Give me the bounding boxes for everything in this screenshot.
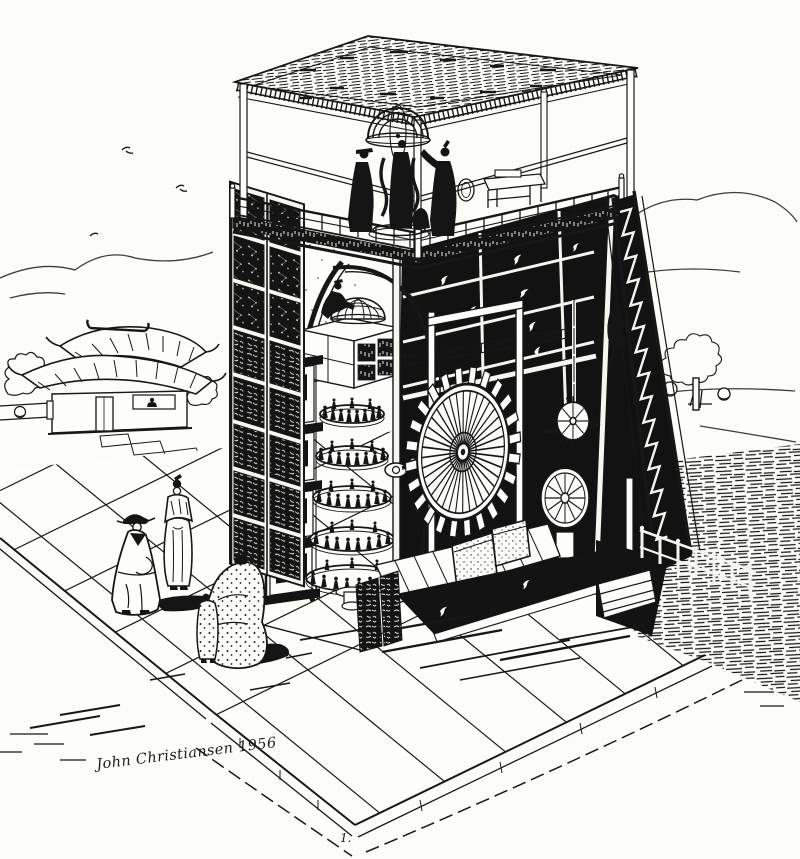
landing-steps: [597, 569, 657, 619]
official-figure-kneeling: [202, 554, 268, 670]
access-staircase: [596, 190, 757, 636]
globe-attendant-figure: [321, 279, 355, 319]
shadow-streaks: [29, 614, 651, 736]
pavilion-window-figure: [147, 397, 157, 407]
observer-table: [483, 169, 547, 208]
observation-platform: [229, 104, 625, 270]
gate-post: [692, 377, 700, 411]
stair-climbing-figure: [607, 302, 625, 366]
platform-jar: [457, 178, 475, 202]
ground-contour: [195, 679, 743, 857]
grass-tufts: [0, 691, 784, 761]
canopy-post-right: [626, 69, 635, 211]
pavilion-door: [95, 396, 114, 432]
mountain-ridges: [0, 191, 798, 443]
plaza-curb: [0, 537, 713, 838]
landing-fence: [639, 525, 757, 597]
plate-mark: 1.: [340, 831, 351, 845]
thatch-clumps: [300, 50, 556, 100]
canopy-post-left: [239, 83, 248, 223]
sky-birds: [89, 146, 188, 237]
official-figure-standing-center: [163, 474, 194, 590]
pavilion-window: [132, 394, 176, 410]
official-figures: [111, 474, 313, 670]
child-attendant-figure: [196, 593, 219, 663]
garden-stone: [13, 405, 27, 419]
official-figure-standing-left: [111, 514, 161, 616]
platform-kneeling-figure: [412, 208, 430, 230]
platform-attendant-2: [389, 140, 414, 228]
stair-support-post: [625, 477, 634, 561]
stair-steps-zigzag: [619, 207, 668, 542]
canopy-post-back: [540, 91, 548, 189]
clock-tower: [229, 180, 668, 653]
garden-wall-post: [46, 400, 54, 420]
bush-left: [4, 351, 48, 396]
lower-pulley-wheel: [540, 467, 590, 529]
gear-train: [540, 395, 601, 559]
platform-attendant-1: [348, 148, 374, 232]
platform-observer: [420, 140, 457, 236]
canopy-roof: [231, 35, 639, 249]
water-supply-tanks: [451, 518, 531, 590]
water-wheel: [404, 365, 522, 539]
celestial-globe-cabinet: [301, 317, 401, 389]
garden-pavilion: [0, 319, 233, 473]
